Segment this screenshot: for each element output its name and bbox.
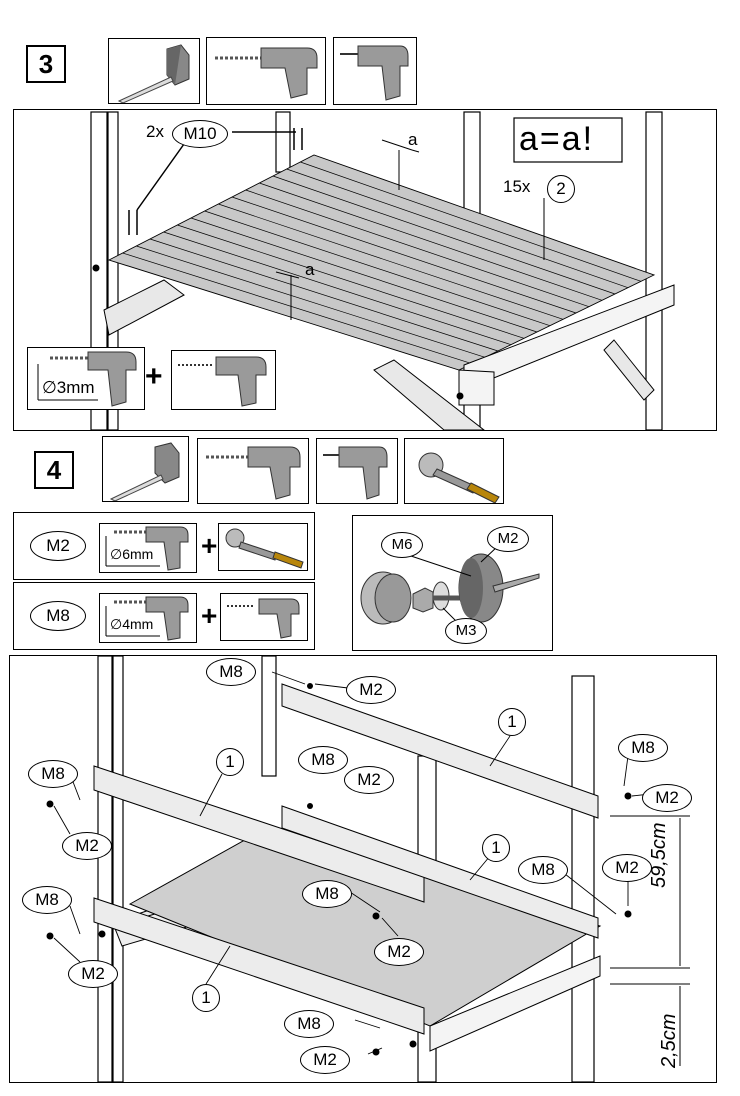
hardware-detail-panel: M6 M2 M3 — [352, 515, 553, 651]
screwdriver-icon — [323, 446, 388, 500]
legend-m8-row: M8 ∅4mm + — [13, 582, 315, 650]
deck-board-edge — [190, 217, 538, 333]
legend-m8-part: M8 — [30, 601, 86, 631]
bolt-m2-right-upper: M2 — [642, 784, 692, 812]
step-4-panel: 1 1 1 1 M8 M2 M8 M2 M8 M2 M8 M2 M8 M2 M8… — [9, 655, 717, 1083]
step-3-number: 3 — [26, 45, 66, 83]
deck-board-edge — [163, 231, 512, 345]
legend-m2-drill: ∅6mm — [99, 523, 197, 573]
legend-drill-6mm: ∅6mm — [110, 546, 154, 562]
tool-tape-measure-box — [108, 38, 200, 104]
hardware-m6-label: M6 — [381, 532, 423, 558]
screw-m8-left-lower: M8 — [22, 886, 72, 914]
drill-icon — [215, 47, 318, 99]
screw-m8-right-lower: M8 — [518, 856, 568, 884]
bolt-m2-left-lower: M2 — [68, 960, 118, 988]
screw-m8-top: M8 — [206, 658, 256, 686]
bolt-m2-mid: M2 — [344, 766, 394, 794]
legend-m8-drill: ∅4mm — [99, 593, 197, 643]
gap-symbol-top: a — [408, 130, 418, 149]
legend-m2-part: M2 — [30, 531, 86, 561]
legend-drill-4mm: ∅4mm — [110, 616, 154, 632]
tool-ratchet-box — [404, 438, 504, 504]
drill-bit-icon — [37, 351, 137, 407]
screw-m8-center: M8 — [302, 880, 352, 908]
part-m10-label: M10 — [172, 120, 228, 148]
bolt-m2-left-upper: M2 — [62, 832, 112, 860]
legend-m8-plus: + — [201, 600, 218, 631]
equal-gap-note: a=a! — [519, 120, 595, 158]
legend-m8-screwdriver — [220, 593, 308, 641]
deck-board-edge — [272, 175, 616, 295]
deck-board-edge — [231, 196, 577, 314]
deck-board-edge — [122, 252, 473, 365]
ratchet-icon — [225, 528, 304, 569]
plus-sign: + — [145, 360, 163, 393]
tool-drill-bit-box — [206, 37, 326, 105]
drill-icon — [206, 446, 301, 500]
bolt-m2-bottom: M2 — [300, 1046, 350, 1074]
drill-bit-icon — [105, 596, 189, 641]
screw-m8-bottom: M8 — [284, 1010, 334, 1038]
tape-measure-icon — [117, 44, 190, 103]
dimension-2-5cm: 2,5cm — [658, 1013, 680, 1068]
part-2-label: 2 — [547, 175, 575, 203]
screw-m8-left-upper: M8 — [28, 760, 78, 788]
deck-board-edge — [136, 245, 486, 358]
tape-measure-icon — [109, 442, 180, 501]
screw-m8-right-upper: M8 — [618, 734, 668, 762]
hardware-m2-label: M2 — [487, 526, 529, 552]
step-4-number: 4 — [34, 451, 74, 489]
screwdriver-icon — [178, 356, 267, 407]
deck-board-edge — [245, 189, 590, 307]
tool-screwdriver-box — [333, 37, 417, 105]
deck-board-edge — [149, 238, 499, 352]
board-quantity: 15x — [503, 177, 531, 196]
deck-board-edge — [204, 210, 551, 326]
deck-board-edge — [286, 168, 629, 288]
beam-label-front: 1 — [192, 984, 220, 1012]
bolt-m2-right-lower: M2 — [602, 854, 652, 882]
deck-board-edge — [300, 161, 642, 282]
tool-drill-bit-box-4 — [197, 438, 309, 504]
bolt-m2-center: M2 — [374, 938, 424, 966]
hardware-m3-label: M3 — [445, 618, 487, 644]
bolt-assembly-icon — [360, 545, 540, 625]
ratchet-icon — [418, 452, 500, 503]
beam-label-right: 1 — [482, 834, 510, 862]
bolt-m2-top: M2 — [346, 676, 396, 704]
deck-board-edge — [259, 182, 603, 301]
gap-symbol-front: a — [305, 260, 315, 279]
legend-m2-plus: + — [201, 530, 218, 561]
screwing-box — [171, 350, 276, 410]
screwdriver-icon — [340, 45, 409, 101]
dimension-59-5cm: 59,5cm — [648, 822, 670, 888]
screw-m8-mid: M8 — [298, 746, 348, 774]
step-3-panel: a=a! a a 2x M10 15x 2 ∅3mm + — [13, 109, 717, 431]
drill-size-3mm: ∅3mm — [42, 378, 95, 397]
drill-bit-icon — [105, 526, 189, 571]
tool-tape-measure-box-4 — [102, 436, 189, 502]
deck-boards-diagram — [90, 111, 675, 430]
legend-m2-row: M2 ∅6mm + — [13, 512, 315, 580]
tool-screwdriver-box-4 — [316, 438, 398, 504]
deck-board-edge — [177, 224, 525, 339]
pilot-drill-box: ∅3mm — [27, 347, 145, 410]
railing-assembly-diagram — [46, 656, 690, 1082]
legend-m2-ratchet — [218, 523, 308, 571]
beam-label-left: 1 — [216, 748, 244, 776]
beam-label-top: 1 — [498, 708, 526, 736]
deck-board-edge — [218, 203, 564, 320]
screw-quantity: 2x — [146, 122, 164, 141]
screwdriver-icon — [227, 598, 300, 639]
